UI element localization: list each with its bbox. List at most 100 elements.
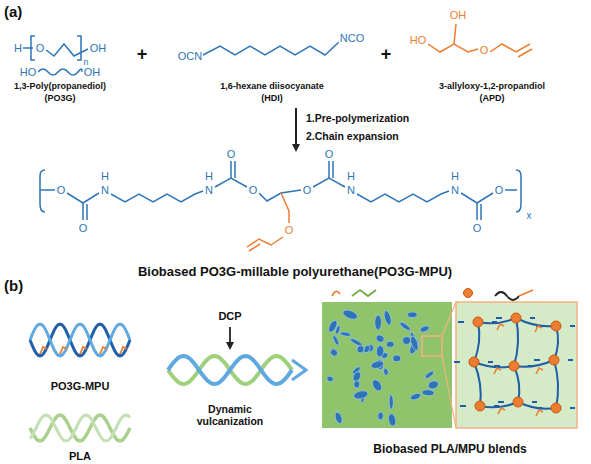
mpu-chain — [30, 324, 130, 356]
atom-label: N — [204, 184, 214, 196]
atom-label: OH — [449, 9, 468, 21]
allyl-group — [120, 347, 127, 354]
allyl-group — [494, 368, 501, 374]
mpu-droplet — [389, 395, 393, 409]
atom-label: H — [346, 170, 356, 182]
allyl-group — [60, 347, 67, 354]
atom-label: x — [526, 210, 533, 221]
allyl-group — [536, 410, 543, 416]
crosslink-point — [551, 321, 561, 331]
mpu-droplet — [334, 411, 344, 424]
zoom-line — [442, 356, 456, 428]
mpu-droplet — [354, 380, 360, 388]
plus-sign: + — [381, 45, 392, 65]
atom-label: H — [204, 170, 214, 182]
atom-label: O — [284, 224, 295, 236]
panel-letter: (a) — [4, 4, 22, 21]
mpu-droplet — [326, 375, 334, 382]
network-chain — [474, 362, 481, 406]
mpu-droplet — [409, 392, 421, 401]
pla-chain — [30, 415, 130, 441]
network-zoom — [456, 302, 577, 428]
atom-label: HO — [19, 66, 38, 78]
mpu-droplet — [351, 370, 362, 382]
crosslink-point — [551, 403, 561, 413]
mpu-droplet — [402, 336, 411, 345]
mpu-droplet — [422, 389, 435, 396]
mpu-droplet — [356, 345, 364, 354]
pla-chain — [30, 415, 130, 441]
atom-label: O — [472, 222, 483, 234]
atom-label: OH — [83, 66, 102, 78]
atom-label: O — [35, 42, 46, 54]
caption-text: Biobased PLA/MPU blends — [373, 443, 526, 456]
network-chain — [514, 360, 554, 367]
atom-label: N — [450, 184, 460, 196]
polymer-chains — [30, 324, 306, 441]
mpu-droplet — [341, 308, 358, 321]
mpu-droplet — [370, 378, 383, 393]
crosslink-point — [509, 361, 519, 371]
caption-text: 1,3-Poly(propanediol) — [14, 82, 106, 92]
crosslink-point — [511, 313, 521, 323]
zoom-box — [422, 336, 442, 356]
mpu-droplet — [376, 345, 385, 357]
atom-label: O — [479, 44, 490, 56]
mpu-droplet — [353, 389, 369, 400]
mpu-droplet — [409, 335, 420, 351]
crosslink-point — [549, 355, 559, 365]
mpu-droplet — [377, 412, 384, 421]
atom-label: OCN — [177, 50, 203, 62]
caption-text: 1.Pre-polymerization — [306, 113, 409, 125]
allyl-group — [498, 408, 505, 414]
network-chain — [554, 360, 558, 408]
process-arrowhead — [292, 360, 306, 380]
atom-label: DCP — [217, 310, 242, 322]
caption-text: 2.Chain expansion — [306, 131, 399, 143]
atom-label: O — [56, 184, 67, 196]
plus-sign: + — [137, 45, 148, 65]
caption-text: (HDI) — [261, 94, 283, 104]
mpu-droplet — [383, 368, 389, 376]
allyl-group — [536, 368, 543, 374]
caption-text: (APD) — [480, 94, 505, 104]
atom-label: O — [78, 222, 89, 234]
atom-label: N — [346, 184, 356, 196]
caption-text: 3-allyloxy-1,2-propandiol — [439, 82, 545, 92]
atom-label: PLA — [68, 450, 92, 462]
atom-label: O — [302, 184, 313, 196]
mpu-droplet — [329, 348, 339, 358]
panel-letter: (b) — [4, 278, 23, 295]
caption-text: PO3G-MPU — [51, 380, 110, 392]
dispersed-phase — [326, 308, 440, 427]
crosslink-network — [454, 313, 575, 416]
allyl-group — [497, 324, 504, 330]
network-chain — [474, 322, 479, 362]
hdi-structure — [203, 42, 339, 55]
caption-text: Biobased PO3G-millable polyurethane(PO3G… — [138, 265, 452, 279]
mpu-droplet — [335, 325, 341, 335]
blend-matrix — [322, 302, 452, 428]
allyl-group — [100, 347, 107, 354]
atom-label: H — [450, 170, 460, 182]
zoom-line — [442, 302, 456, 336]
atom-label: H — [100, 170, 110, 182]
caption-text: (PO3G) — [44, 94, 75, 104]
atom-label: OH — [89, 42, 108, 54]
mpu-droplet — [370, 360, 384, 370]
mpu-droplet — [392, 354, 401, 362]
allyl-group — [80, 347, 87, 354]
reaction-arrow — [295, 108, 297, 150]
atom-label: O — [226, 148, 237, 160]
atom-label: H — [13, 42, 23, 54]
mpu-chain — [30, 324, 130, 356]
atom-label: NCO — [339, 32, 365, 44]
atom-label: HO — [409, 34, 428, 46]
mpu-droplet — [375, 334, 385, 344]
polymer-structure — [40, 161, 521, 220]
mpu-droplet — [387, 413, 396, 427]
mpu-droplet — [407, 312, 417, 318]
mpu-droplet — [375, 315, 382, 330]
allyl-pendant — [247, 193, 289, 251]
